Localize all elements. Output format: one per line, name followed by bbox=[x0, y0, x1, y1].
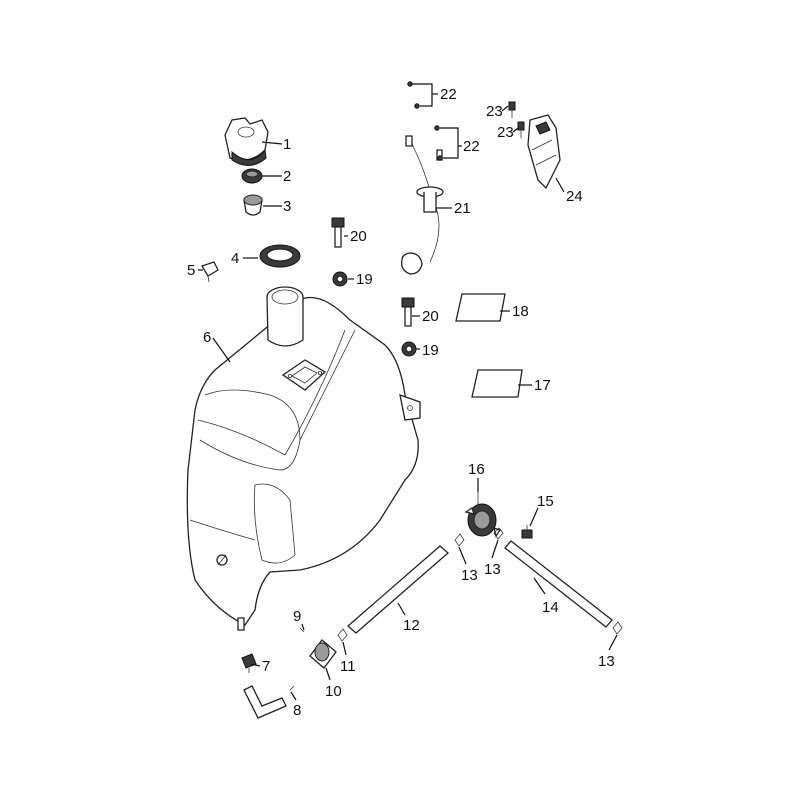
label-14: 14 bbox=[542, 599, 559, 616]
label-24: 24 bbox=[566, 188, 583, 205]
label-8: 8 bbox=[293, 702, 301, 719]
fuel-hose-14 bbox=[504, 540, 613, 628]
label-7: 7 bbox=[262, 658, 270, 675]
washer-upper bbox=[332, 271, 348, 287]
bracket-screws bbox=[508, 101, 525, 138]
label-12: 12 bbox=[403, 617, 420, 634]
label-19-a: 19 bbox=[356, 271, 373, 288]
label-21: 21 bbox=[454, 200, 471, 217]
label-15: 15 bbox=[537, 493, 554, 510]
label-4: 4 bbox=[231, 250, 239, 267]
cap-gasket bbox=[241, 168, 263, 184]
sensor-screws bbox=[407, 81, 443, 161]
label-18: 18 bbox=[512, 303, 529, 320]
label-19-b: 19 bbox=[422, 342, 439, 359]
label-17: 17 bbox=[534, 377, 551, 394]
label-2: 2 bbox=[283, 168, 291, 185]
label-11: 11 bbox=[340, 658, 356, 675]
drain-fitting bbox=[241, 653, 257, 673]
fuel-tank bbox=[186, 286, 421, 631]
petcock-bolt bbox=[521, 525, 533, 539]
elbow-hose bbox=[243, 685, 295, 719]
washer-lower bbox=[401, 341, 417, 357]
hose-clamps bbox=[454, 527, 623, 635]
leader-lines bbox=[198, 83, 618, 701]
label-1: 1 bbox=[283, 136, 291, 153]
label-13-b: 13 bbox=[484, 561, 501, 578]
fuel-hose-12 bbox=[347, 545, 449, 634]
label-10: 10 bbox=[325, 683, 342, 700]
fuel-filter bbox=[309, 639, 337, 669]
label-3: 3 bbox=[283, 198, 291, 215]
fuel-level-sensor bbox=[401, 135, 444, 275]
fuel-petcock bbox=[464, 492, 502, 538]
label-16: 16 bbox=[468, 461, 485, 478]
label-23-a: 23 bbox=[486, 103, 503, 120]
label-13-c: 13 bbox=[598, 653, 615, 670]
mounting-bracket bbox=[527, 114, 561, 190]
cap-insert bbox=[243, 194, 263, 216]
label-5: 5 bbox=[187, 262, 195, 279]
warning-label-18 bbox=[455, 293, 506, 322]
filter-clamp-9 bbox=[299, 627, 305, 633]
label-22-b: 22 bbox=[463, 138, 480, 155]
label-13-a: 13 bbox=[461, 567, 478, 584]
label-9: 9 bbox=[293, 608, 301, 625]
fuel-cap bbox=[224, 117, 269, 166]
label-20-b: 20 bbox=[422, 308, 439, 325]
part-number-labels: 1 2 3 4 5 6 7 8 9 10 11 12 13 13 13 14 1… bbox=[187, 86, 615, 719]
hose-clamp-11 bbox=[337, 628, 348, 642]
label-23-b: 23 bbox=[497, 124, 514, 141]
label-20-a: 20 bbox=[350, 228, 367, 245]
clip-fastener bbox=[201, 261, 219, 283]
bolt-lower bbox=[401, 297, 415, 327]
bolt-upper bbox=[331, 217, 345, 248]
warning-label-17 bbox=[471, 369, 523, 398]
label-6: 6 bbox=[203, 329, 211, 346]
filler-seal bbox=[259, 244, 301, 268]
label-22-a: 22 bbox=[440, 86, 457, 103]
